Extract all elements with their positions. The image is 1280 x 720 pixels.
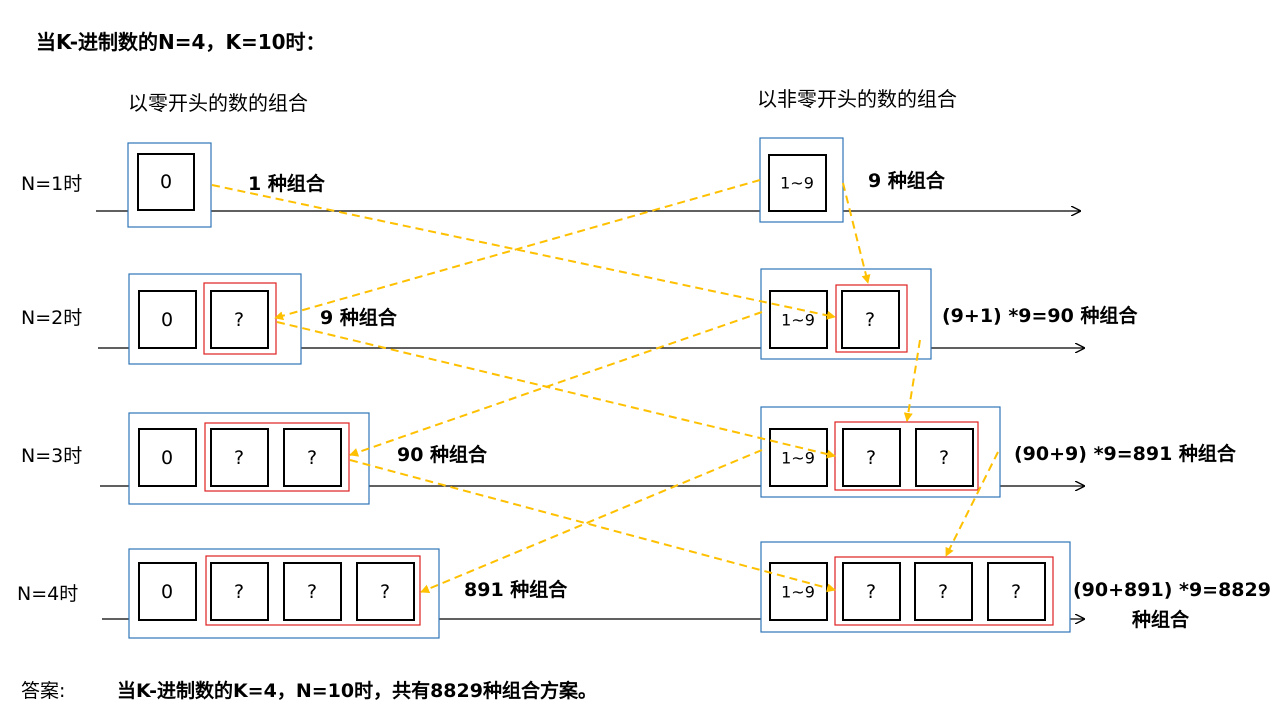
digit-box-n3-right-2	[915, 428, 974, 487]
digit-n4-right-0: 1~9	[781, 583, 815, 602]
digit-n3-right-2: ?	[939, 447, 949, 469]
digit-n4-left-0: 0	[161, 581, 173, 603]
arrow-nonzero-n2-to-n3	[903, 339, 921, 422]
digit-box-n4-right-1	[842, 562, 901, 621]
arrow-nonzero-n2-to-zero-n3	[349, 311, 763, 457]
count-nonzero-n3: (90+9) *9=891 种组合	[1014, 442, 1237, 465]
digit-box-n3-right-1	[842, 428, 901, 487]
digit-box-n4-left-0	[138, 562, 197, 621]
arrow-nonzero-n3-to-zero-n4	[420, 449, 763, 594]
count-nonzero-n4-line2: 种组合	[1131, 608, 1190, 631]
digit-n1-right-0: 1~9	[780, 174, 814, 193]
count-zero-n3: 90 种组合	[397, 443, 488, 466]
digit-box-n2-left-0	[138, 290, 197, 349]
answer-label: 答案:	[21, 680, 65, 702]
digit-box-n3-left-0	[138, 428, 197, 487]
digit-box-n4-left-3	[356, 562, 415, 621]
count-zero-n1: 1 种组合	[248, 172, 326, 195]
digit-n2-left-0: 0	[161, 309, 173, 331]
row-label-n1: N=1时	[21, 173, 82, 195]
count-zero-n4: 891 种组合	[464, 578, 568, 601]
digit-box-n2-right-0	[769, 290, 828, 349]
row-label-n3: N=3时	[21, 445, 82, 467]
count-nonzero-n2: (9+1) *9=90 种组合	[942, 304, 1138, 327]
digit-n2-right-1: ?	[865, 309, 875, 331]
digit-n3-right-1: ?	[866, 447, 876, 469]
digit-box-n3-left-2	[283, 428, 342, 487]
digit-n4-right-2: ?	[938, 581, 948, 603]
digit-box-n4-left-2	[283, 562, 342, 621]
digit-box-n1-left-0	[137, 153, 195, 211]
digit-n4-left-1: ?	[234, 581, 244, 603]
answer-text: 当K-进制数的K=4，N=10时，共有8829种组合方案。	[117, 679, 597, 702]
digit-box-n2-right-1	[841, 290, 900, 349]
count-nonzero-n1: 9 种组合	[868, 169, 946, 192]
digit-n1-left-0: 0	[160, 171, 172, 193]
tail-highlight-n2-right	[835, 284, 908, 353]
row-label-n4: N=4时	[17, 583, 78, 605]
row-label-n2: N=2时	[21, 307, 82, 329]
digit-n3-left-1: ?	[234, 447, 244, 469]
count-zero-n2: 9 种组合	[320, 306, 398, 329]
digit-n3-left-2: ?	[307, 447, 317, 469]
heading-zero-prefix: 以零开头的数的组合	[128, 91, 308, 115]
arrow-nonzero-n3-to-n4	[945, 451, 999, 557]
digit-n3-left-0: 0	[161, 447, 173, 469]
digit-n4-right-1: ?	[866, 581, 876, 603]
digit-box-n3-right-0	[769, 428, 828, 487]
digit-box-n2-left-1	[210, 290, 269, 349]
digit-n4-right-3: ?	[1011, 581, 1021, 603]
arrow-nonzero-n1-to-n2	[842, 182, 871, 284]
digit-n2-right-0: 1~9	[781, 311, 815, 330]
tail-highlight-n3-left	[204, 422, 350, 492]
digit-box-n1-right-0	[768, 154, 827, 212]
digit-n3-right-0: 1~9	[781, 449, 815, 468]
tail-highlight-n4-left	[205, 555, 421, 626]
digit-box-n4-left-1	[210, 562, 269, 621]
digit-n4-left-3: ?	[380, 581, 390, 603]
page-title: 当K-进制数的N=4，K=10时：	[36, 30, 326, 54]
digit-box-n4-right-3	[987, 562, 1046, 621]
arrow-nonzero-n1-to-zero-n2	[274, 179, 761, 321]
arrow-zero-n3-to-nonzero-n4	[349, 459, 836, 593]
arrow-zero-n1-to-nonzero-n2	[211, 184, 836, 320]
digit-n4-left-2: ?	[307, 581, 317, 603]
digit-box-n4-right-2	[914, 562, 973, 621]
arrow-zero-n2-to-nonzero-n3	[276, 321, 836, 459]
digit-box-n4-right-0	[769, 562, 828, 621]
count-nonzero-n4-line1: (90+891) *9=8829	[1073, 579, 1271, 601]
digit-box-n3-left-1	[210, 428, 269, 487]
digit-n2-left-1: ?	[234, 309, 244, 331]
heading-nonzero-prefix: 以非零开头的数的组合	[757, 87, 957, 111]
